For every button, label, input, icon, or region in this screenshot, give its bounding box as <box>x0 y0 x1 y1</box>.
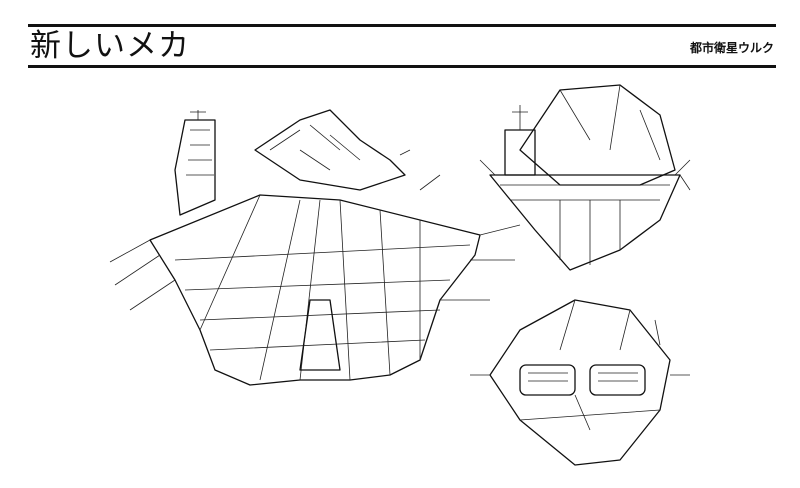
city-satellite-front-view-drawing <box>470 299 690 466</box>
page-title: 新しいメカ <box>30 28 190 64</box>
page-subtitle: 都市衛星ウルク <box>689 41 774 55</box>
header-rule-bottom <box>28 65 776 68</box>
city-satellite-perspective-drawing <box>109 109 521 386</box>
header-rule-top <box>28 24 776 27</box>
city-satellite-side-view-drawing <box>479 84 691 271</box>
